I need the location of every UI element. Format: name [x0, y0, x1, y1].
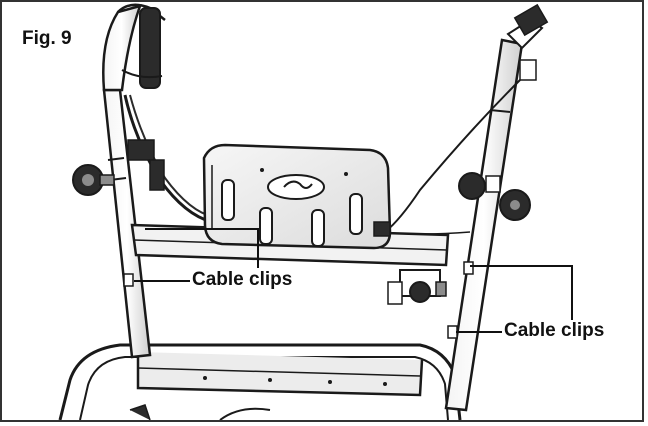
deck-frame [58, 343, 462, 421]
leader-line-left [134, 228, 259, 282]
right-handle-tube [444, 3, 549, 412]
right-knob [458, 172, 531, 221]
leader-line-right [456, 265, 573, 333]
control-box [202, 143, 392, 250]
left-knob [72, 164, 115, 196]
callout-cable-clips-right: Cable clips [504, 320, 605, 341]
callout-cable-clips-left: Cable clips [192, 269, 293, 290]
figure-label: Fig. 9 [22, 28, 72, 49]
valve-connector [387, 269, 447, 305]
cable-left [123, 94, 215, 224]
